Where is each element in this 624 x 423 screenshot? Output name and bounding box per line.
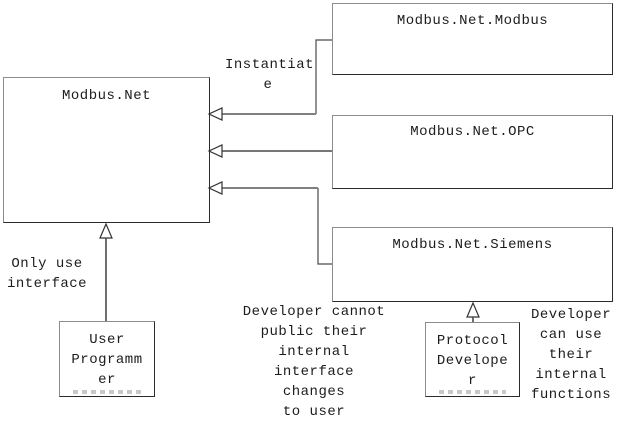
open-arrowhead-icon xyxy=(207,144,223,158)
clipped-text-artifact xyxy=(73,390,141,394)
inheritance-arrowhead-icon xyxy=(99,222,113,239)
connector-siemens-elbow xyxy=(317,188,332,265)
node-user-programmer-label: User Programm er xyxy=(71,332,143,388)
node-protocol-developer: Protocol Develope r xyxy=(425,322,520,397)
node-modbus-net-siemens-label: Modbus.Net.Siemens xyxy=(392,237,553,253)
clipped-text-artifact xyxy=(439,390,506,394)
node-user-programmer: User Programm er xyxy=(59,321,155,397)
node-modbus-net-modbus: Modbus.Net.Modbus xyxy=(332,3,613,75)
inheritance-arrowhead-icon xyxy=(466,301,480,318)
node-modbus-net-siemens: Modbus.Net.Siemens xyxy=(332,227,613,302)
node-modbus-net: Modbus.Net xyxy=(3,77,210,223)
connector-modbus-elbow xyxy=(315,39,332,114)
annotation-developer-cannot: Developer cannot public their internal i… xyxy=(242,304,386,420)
annotation-developer-can-use: Developer can use their internal functio… xyxy=(531,307,612,403)
node-modbus-net-opc-label: Modbus.Net.OPC xyxy=(410,124,535,140)
open-arrowhead-icon xyxy=(207,107,223,121)
annotation-instantiate: Instantiat e xyxy=(225,57,315,93)
node-protocol-developer-label: Protocol Develope r xyxy=(436,333,509,389)
annotation-only-use-interface: Only use interface xyxy=(6,256,88,292)
node-modbus-net-opc: Modbus.Net.OPC xyxy=(332,115,613,189)
open-arrowhead-icon xyxy=(207,181,223,195)
node-modbus-net-modbus-label: Modbus.Net.Modbus xyxy=(396,13,549,29)
node-modbus-net-label: Modbus.Net xyxy=(61,88,151,104)
